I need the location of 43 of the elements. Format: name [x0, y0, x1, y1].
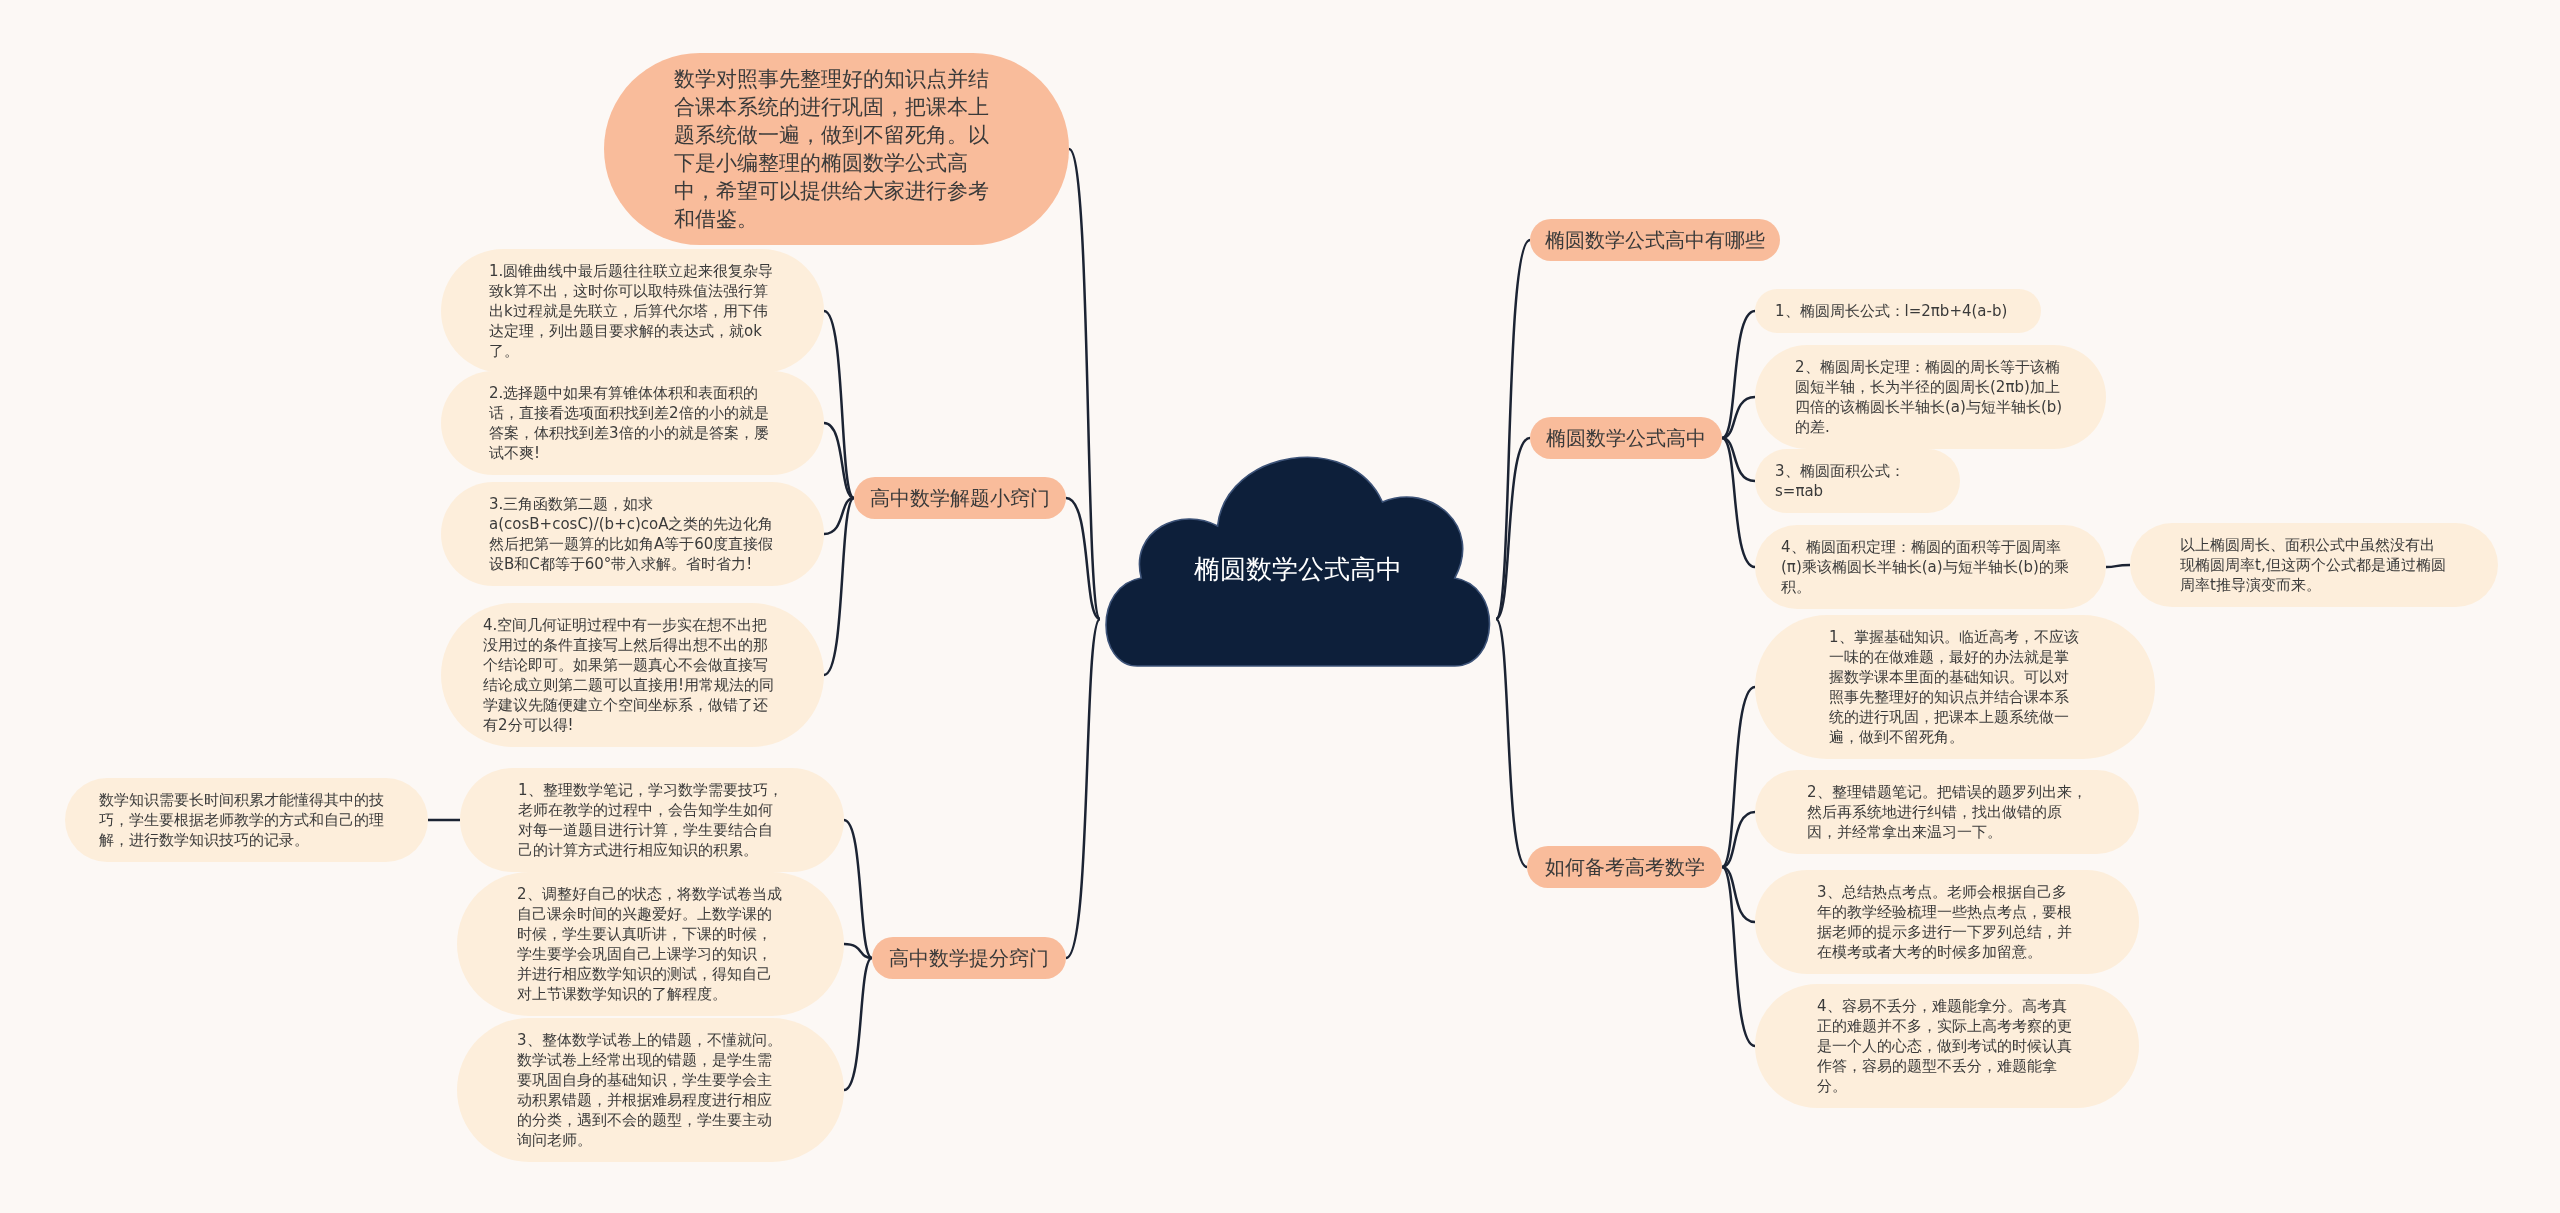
- connector-line: [428, 818, 460, 822]
- branch-topic: 椭圆数学公式高中有哪些: [1530, 219, 1780, 261]
- connector-line: [843, 942, 873, 960]
- connector-line: [2106, 563, 2130, 569]
- leaf-topic: 1、掌握基础知识。临近高考，不应该一味的在做难题，最好的办法就是掌握数学课本里面的基础知识。可以对照事先整理好的知识点并结合课本系统的进行巩固，把课本上题系统做一遍，做到不留死角。: [1755, 615, 2155, 759]
- connector-line: [1721, 685, 1756, 868]
- leaf-topic: 3.三角函数第二题，如求a(cosB+cosC)/(b+c)coA之类的先边化角然后把第一题算的比如角A等于60度直接假设B和C都等于60°带入求解。省时省力!: [441, 482, 824, 586]
- leaf-topic: 4.空间几何证明过程中有一步实在想不出把没用过的条件直接写上然后得出想不出的那个结论即可。如果第一题真心不会做直接写结论成立则第二题可以直接用!用常规法的同学建议先随便建立个空间坐标系，做错了还有2分可以得!: [441, 603, 824, 747]
- branch-topic: 椭圆数学公式高中: [1530, 417, 1722, 459]
- leaf-topic: 以上椭圆周长、面积公式中虽然没有出现椭圆周率t,但这两个公式都是通过椭圆周率t推导演变而来。: [2130, 523, 2498, 607]
- leaf-topic: 2、椭圆周长定理：椭圆的周长等于该椭圆短半轴，长为半径的圆周长(2πb)加上四倍的该椭圆长半轴长(a)与短半轴长(b)的差.: [1755, 345, 2106, 449]
- connector-line: [1721, 866, 1756, 1048]
- connector-line: [843, 957, 873, 1092]
- connector-line: [1721, 436, 1756, 569]
- leaf-topic: 3、总结热点考点。老师会根据自己多年的教学经验梳理一些热点考点，要根据老师的提示多进行一下罗列总结，并在模考或者大考的时候多加留意。: [1755, 870, 2139, 974]
- connector-line: [823, 497, 855, 677]
- connector-line: [1065, 496, 1101, 620]
- topic-bubble: 数学对照事先整理好的知识点并结合课本系统的进行巩固，把课本上题系统做一遍，做到不留死角。以下是小编整理的椭圆数学公式高中，希望可以提供给大家进行参考和借鉴。: [604, 53, 1069, 245]
- leaf-topic: 4、椭圆面积定理：椭圆的面积等于圆周率(π)乘该椭圆长半轴长(a)与短半轴长(b)的乘积。: [1755, 525, 2106, 609]
- leaf-topic: 1、整理数学笔记，学习数学需要技巧，老师在教学的过程中，会告知学生如何对每一道题目进行计算，学生要结合自己的计算方式进行相应知识的积累。: [460, 768, 844, 872]
- connector-line: [1721, 865, 1756, 924]
- leaf-topic: 2、整理错题笔记。把错误的题罗列出来，然后再系统地进行纠错，找出做错的原因，并经常拿出来温习一下。: [1755, 770, 2139, 854]
- branch-topic: 高中数学解题小窍门: [854, 477, 1066, 519]
- leaf-topic: 4、容易不丢分，难题能拿分。高考真正的难题并不多，实际上高考考察的更是一个人的心态，做到考试的时候认真作答，容易的题型不丢分，难题能拿分。: [1755, 984, 2139, 1108]
- leaf-topic: 1、椭圆周长公式：l=2πb+4(a-b): [1755, 289, 2041, 333]
- leaf-topic: 1.圆锥曲线中最后题往往联立起来很复杂导致k算不出，这时你可以取特殊值法强行算出k过程就是先联立，后算代尔塔，用下伟达定理，列出题目要求解的表达式，就ok了。: [441, 249, 824, 373]
- leaf-topic: 数学知识需要长时间积累才能懂得其中的技巧，学生要根据老师教学的方式和自己的理解，进行数学知识技巧的记录。: [65, 778, 428, 862]
- branch-topic: 高中数学提分窍门: [872, 937, 1066, 979]
- leaf-topic: 2.选择题中如果有算锥体体积和表面积的话，直接看选项面积找到差2倍的小的就是答案，体积找到差3倍的小的就是答案，屡试不爽!: [441, 371, 824, 475]
- connector-line: [843, 818, 873, 959]
- leaf-topic: 3、椭圆面积公式：s=πab: [1755, 449, 1960, 513]
- connector-line: [1065, 618, 1102, 959]
- connector-line: [1721, 309, 1756, 440]
- connector-line: [1721, 436, 1756, 483]
- leaf-topic: 2、调整好自己的状态，将数学试卷当成自己课余时间的兴趣爱好。上数学课的时候，学生要认真听讲，下课的时候，学生要学会巩固自己上课学习的知识，并进行相应数学知识的测试，得知自己对上节课数学知识的了解程度。: [457, 872, 844, 1016]
- connector-line: [1721, 395, 1756, 440]
- connector-line: [823, 496, 855, 536]
- connector-line: [1495, 436, 1531, 620]
- connector-line: [1494, 239, 1531, 620]
- leaf-topic: 3、整体数学试卷上的错题，不懂就问。数学试卷上经常出现的错题，是学生需要巩固自身的基础知识，学生要学会主动积累错题，并根据难易程度进行相应的分类，遇到不会的题型，学生要主动询问老师。: [457, 1018, 844, 1162]
- connector-line: [1067, 148, 1102, 620]
- connector-line: [1494, 618, 1528, 868]
- branch-topic: 如何备考高考数学: [1527, 846, 1722, 888]
